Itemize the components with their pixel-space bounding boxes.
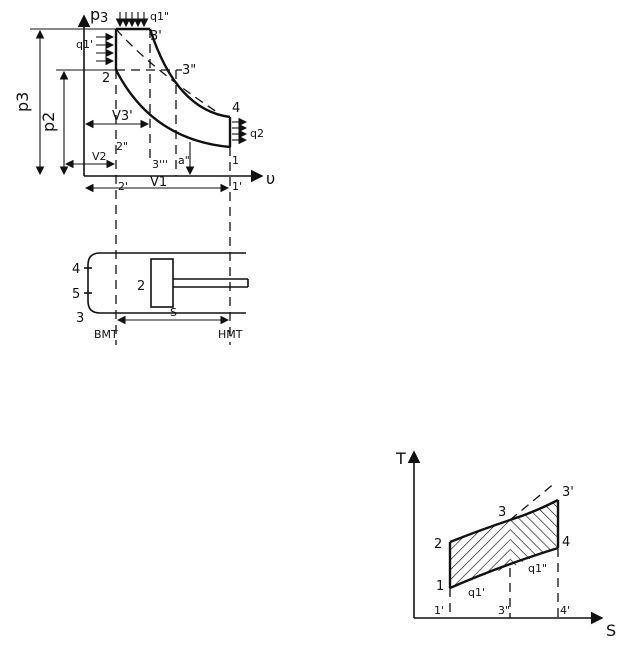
pv-point-1: 1 [232,154,239,167]
pv-diagram: p υ [13,5,275,345]
ts-tick-3pp: 3" [498,604,510,617]
heat-arrows-q2 [232,117,248,145]
ts-diagram: T S 2 1 3 3' 4 q1' q1" 1' 3" 4' [395,449,616,640]
p3-label: p3 [13,92,32,112]
pv-point-2pp: 2" [116,140,128,153]
pv-point-3p: 3' [150,29,162,44]
valve-3-label: 3 [76,311,84,326]
s-axis-label: S [606,621,616,640]
heat-arrows-q1p [96,32,115,66]
t-axis-label: T [395,449,406,468]
valve-5-label: 5 [72,287,80,302]
bdc-label: НМТ [218,328,243,341]
pv-heat-q1p: q1' [76,38,93,51]
ts-point-3: 3 [498,505,506,520]
p2-label: p2 [39,112,58,132]
ts-point-1: 1 [436,579,444,594]
piston [150,258,174,308]
expansion-curve [148,28,231,119]
valve-4-label: 4 [72,262,80,277]
piston-label: 2 [137,279,145,294]
v3p-label: V3' [112,109,133,124]
tdc-label: ВМТ [94,328,118,341]
pv-point-2: 2 [102,71,110,86]
pv-point-3ppp: 3''' [152,158,168,171]
pv-point-3: 3 [100,11,108,26]
pv-point-1p: 1' [232,180,242,193]
cylinder-head [87,252,101,314]
p-axis-label: p [90,5,100,24]
v1-label: V1 [150,175,167,190]
pv-point-a: a" [178,154,190,167]
compression-curve [114,69,231,149]
ts-tick-1p: 1' [434,604,444,617]
ts-process-3-3p [509,498,559,522]
cylinder-sketch: 4 5 3 2 S ВМТ НМТ [72,252,249,341]
ts-point-3p: 3' [562,485,574,500]
ts-tick-4p: 4' [560,604,570,617]
pv-heat-q1pp: q1" [150,10,169,23]
stroke-label: S [170,306,177,319]
v-axis-label: υ [266,169,275,188]
pv-heat-q2: q2 [250,127,264,140]
heat-arrows-q1pp [115,12,149,28]
v2-label: V2 [92,150,107,163]
ts-heat-q1p: q1' [468,586,485,599]
pv-point-4: 4 [232,101,240,116]
pv-point-3pp: 3" [182,63,196,78]
ts-process-2-3 [449,518,511,544]
ts-point-2: 2 [434,537,442,552]
ts-heat-q1pp: q1" [528,562,547,575]
ts-process-4-1 [449,546,559,590]
ts-point-4: 4 [562,535,570,550]
pv-point-2p: 2' [118,180,128,193]
ts-dashed-extension [509,481,557,521]
